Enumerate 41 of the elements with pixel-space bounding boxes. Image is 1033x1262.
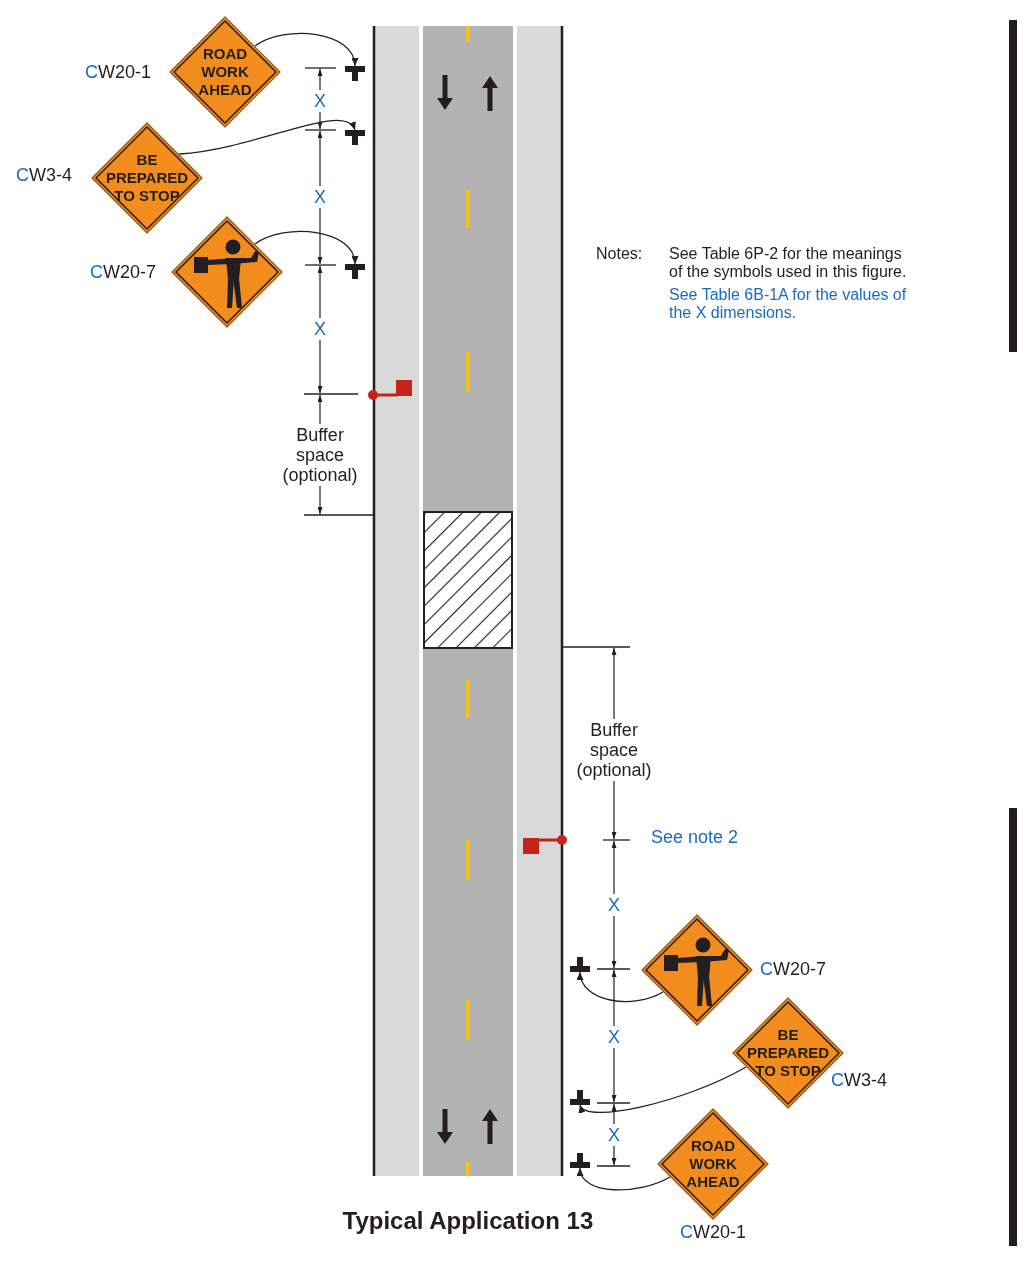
sign-icon bbox=[345, 66, 365, 81]
sign-icon bbox=[345, 130, 365, 145]
sign-code: CW3-4 bbox=[16, 164, 72, 186]
sign-code: CW3-4 bbox=[831, 1069, 887, 1091]
dimension-label: X bbox=[608, 1125, 620, 1145]
sign-code: CW20-7 bbox=[760, 958, 826, 980]
leader-line bbox=[578, 1167, 671, 1191]
warning-sign bbox=[169, 16, 281, 128]
leader-line bbox=[254, 32, 358, 67]
warning-sign bbox=[657, 1108, 769, 1220]
leader-line bbox=[577, 971, 664, 1003]
sign-icon bbox=[570, 1090, 590, 1105]
dimension-label: X bbox=[314, 91, 326, 111]
note-text: See Table 6B-1A for the values of the X dimensions. bbox=[669, 286, 908, 322]
note-reference: See note 2 bbox=[651, 827, 739, 847]
leader-line bbox=[254, 230, 358, 265]
sign-text: BE PREPARED TO STOP bbox=[745, 1026, 831, 1080]
warning-sign bbox=[91, 122, 203, 234]
sign-text: ROAD WORK AHEAD bbox=[197, 45, 253, 99]
warning-sign bbox=[732, 997, 844, 1109]
dimension-label: X bbox=[314, 319, 326, 339]
sign-code: CW20-1 bbox=[85, 61, 151, 83]
dimension-label: X bbox=[608, 895, 620, 915]
leader-line bbox=[579, 1066, 747, 1114]
notes-heading: Notes: bbox=[596, 245, 643, 263]
sign-code: CW20-1 bbox=[680, 1221, 746, 1243]
sign-code: CW20-7 bbox=[90, 261, 156, 283]
sign-icon bbox=[570, 1153, 590, 1168]
dimension-label: X bbox=[314, 187, 326, 207]
figure-title: Typical Application 13 bbox=[342, 1206, 594, 1236]
sign-text: ROAD WORK AHEAD bbox=[685, 1137, 741, 1191]
flagger-sign bbox=[171, 216, 283, 328]
dimension-label: Buffer space (optional) bbox=[576, 720, 652, 780]
sign-icon bbox=[570, 957, 590, 972]
dimension-label: Buffer space (optional) bbox=[282, 425, 358, 485]
dimension-label: X bbox=[608, 1027, 620, 1047]
note-text: See Table 6P-2 for the meanings of the symbols used in this figure. bbox=[669, 245, 908, 281]
sign-icon bbox=[345, 264, 365, 279]
flagger-sign bbox=[641, 914, 753, 1026]
leader-line bbox=[178, 119, 356, 155]
sign-text: BE PREPARED TO STOP bbox=[104, 151, 190, 205]
